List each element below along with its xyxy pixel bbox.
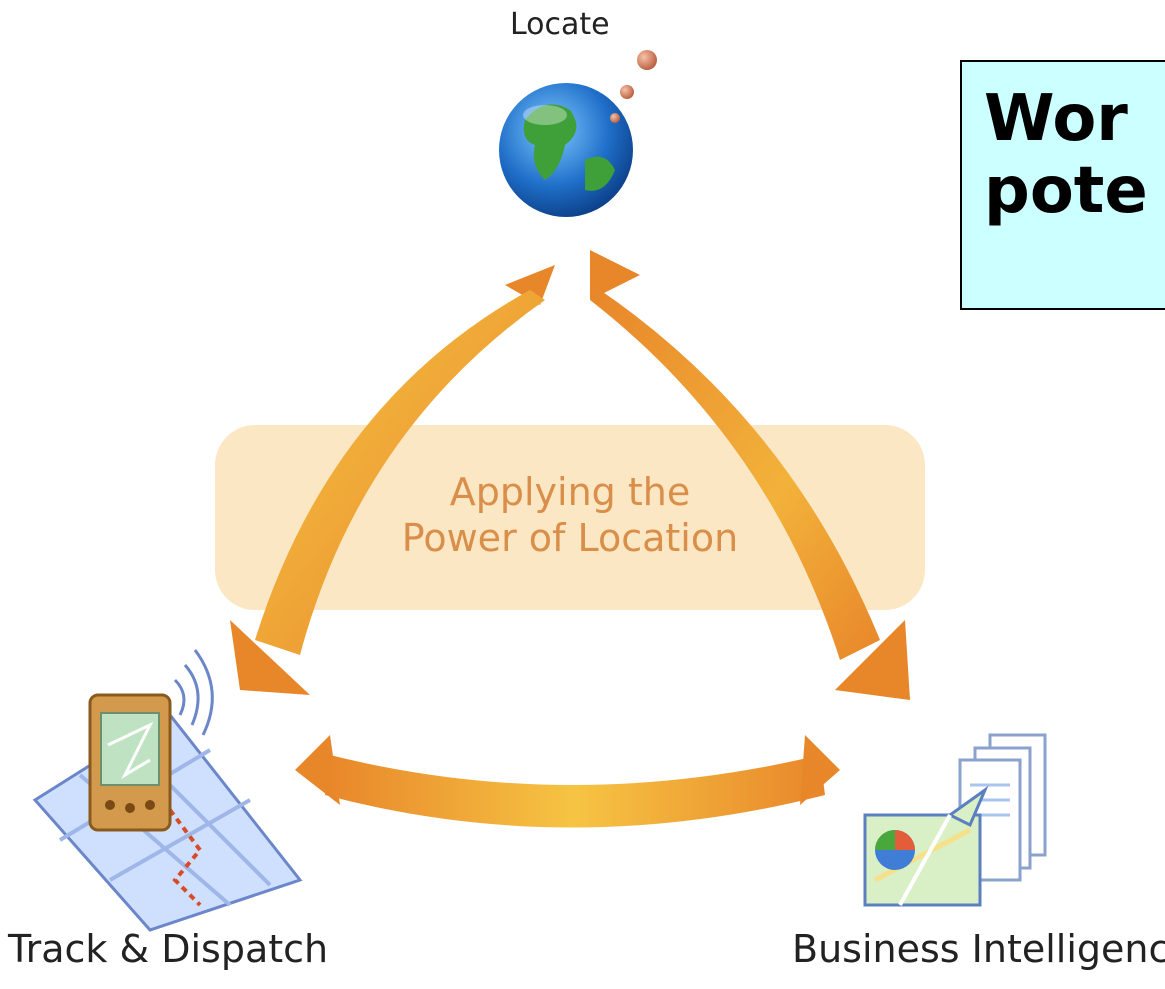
- map-report-icon: [863, 733, 1047, 907]
- center-caption: Applying the Power of Location: [300, 470, 840, 561]
- left-arrow: [230, 265, 555, 695]
- node-label-business-intelligence: Business Intelligence: [792, 927, 1165, 971]
- center-caption-line-1: Applying the: [449, 470, 691, 514]
- callout-line-1: Wor: [984, 82, 1128, 156]
- pda-map-icon: [32, 649, 303, 932]
- center-band: [215, 425, 925, 610]
- right-arrow: [590, 250, 910, 700]
- node-label-locate: Locate: [510, 7, 610, 42]
- center-caption-line-2: Power of Location: [401, 515, 739, 560]
- callout-box: Wor pote: [960, 60, 1165, 310]
- globe-icon: [499, 50, 657, 217]
- node-label-track-dispatch: Track & Dispatch: [8, 927, 329, 971]
- bottom-arrow: [295, 735, 840, 828]
- callout-line-2: pote: [984, 153, 1148, 228]
